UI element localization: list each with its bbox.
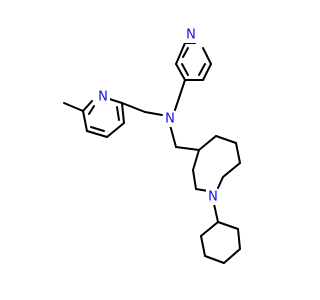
bond <box>106 122 125 138</box>
bond <box>82 100 93 112</box>
piperidine-ring <box>192 135 241 192</box>
bond <box>202 63 212 81</box>
cyclohexyl-ring <box>200 221 241 264</box>
bond <box>116 106 120 121</box>
bond <box>175 42 186 65</box>
bond <box>235 142 241 164</box>
nitrogen-label: N <box>208 190 218 205</box>
bond <box>169 124 177 148</box>
bond <box>175 146 200 151</box>
bond <box>121 102 146 113</box>
bond <box>202 47 212 65</box>
bond <box>144 111 163 116</box>
nitrogen-label: N <box>186 28 196 43</box>
bond <box>215 135 237 144</box>
bond <box>121 102 125 124</box>
bond <box>82 110 88 132</box>
bond <box>86 130 108 138</box>
nitrogen-label: N <box>98 90 108 105</box>
bond <box>198 63 206 76</box>
bond <box>200 235 206 257</box>
bond <box>217 176 224 189</box>
bond <box>213 203 219 223</box>
bond <box>192 169 197 190</box>
pyridine-ring-top <box>175 42 212 81</box>
molecule-structure-diagram: N N N N <box>63 27 241 264</box>
bond <box>198 135 217 151</box>
bond <box>204 255 225 264</box>
bond <box>200 221 219 237</box>
atom-label-amine: N <box>163 111 177 127</box>
bond <box>181 63 189 76</box>
bond <box>88 105 95 115</box>
bond <box>174 94 181 111</box>
bond <box>217 221 239 230</box>
pyridine-ring-left <box>82 96 125 138</box>
bond <box>90 126 105 132</box>
atom-label-pyridine-left: N <box>96 89 110 105</box>
bond <box>237 228 241 250</box>
bond <box>63 102 84 112</box>
atom-label-pyridine-top: N <box>184 27 198 43</box>
bond <box>192 149 200 171</box>
bond <box>222 162 241 178</box>
atom-label-piperidine: N <box>206 189 220 205</box>
bond <box>223 248 241 264</box>
nitrogen-label: N <box>165 112 175 127</box>
bond <box>175 63 186 81</box>
bond <box>179 79 186 96</box>
bond <box>182 47 189 58</box>
